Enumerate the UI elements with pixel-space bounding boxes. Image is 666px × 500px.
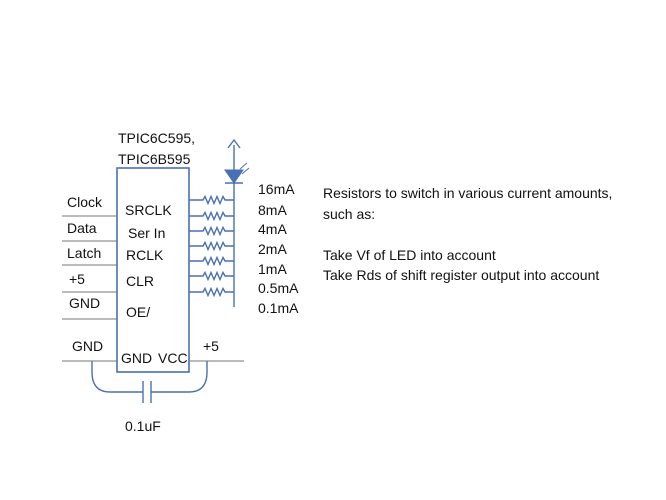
signal-plus5-bottom: +5 xyxy=(203,338,219,354)
vcc-rail-wire xyxy=(151,361,208,393)
led-emission-1 xyxy=(239,162,248,170)
current-label: 16mA xyxy=(258,181,295,197)
note-line-2: such as: xyxy=(323,206,375,222)
ic-body xyxy=(116,167,190,373)
pin-srclk: SRCLK xyxy=(125,202,172,218)
input-lines xyxy=(62,215,244,362)
current-label: 0.5mA xyxy=(258,280,299,296)
signal-clock: Clock xyxy=(67,194,103,210)
resistor-icon xyxy=(189,210,234,222)
led-emission-2 xyxy=(241,167,250,175)
pin-oe: OE/ xyxy=(126,304,150,320)
current-label: 8mA xyxy=(258,202,287,218)
pin-vcc: VCC xyxy=(158,350,188,366)
pin-clr: CLR xyxy=(126,273,154,289)
resistor-icon xyxy=(189,194,234,206)
signal-latch: Latch xyxy=(67,245,101,261)
gnd-rail-wire xyxy=(91,361,143,393)
signal-data: Data xyxy=(67,220,97,236)
part-number-2: TPIC6B595 xyxy=(118,151,191,167)
pin-ser-in: Ser In xyxy=(128,225,165,241)
note-line-3: Take Vf of LED into account xyxy=(323,247,496,263)
signal-plus5: +5 xyxy=(69,271,85,287)
pin-gnd: GND xyxy=(121,350,152,366)
led-icon xyxy=(224,138,250,184)
resistor-icon xyxy=(189,270,234,282)
current-label: 4mA xyxy=(258,221,287,237)
part-number-1: TPIC6C595, xyxy=(118,130,195,146)
resistor-icon xyxy=(189,286,234,298)
note-line-4: Take Rds of shift register output into a… xyxy=(323,267,599,283)
resistor-ladder xyxy=(189,180,235,307)
led-triangle xyxy=(224,169,244,184)
capacitor-value: 0.1uF xyxy=(125,418,161,434)
current-label: 0.1mA xyxy=(258,300,299,316)
current-label: 2mA xyxy=(258,241,287,257)
resistor-icon xyxy=(189,225,234,237)
resistor-icon xyxy=(189,255,234,267)
signal-gnd-bottom: GND xyxy=(72,338,103,354)
signal-gnd: GND xyxy=(69,295,100,311)
note-line-1: Resistors to switch in various current a… xyxy=(323,185,612,201)
decoupling-capacitor xyxy=(91,361,208,403)
led-supply-arrow xyxy=(227,138,241,149)
pin-rclk: RCLK xyxy=(126,247,164,263)
resistor-icon xyxy=(189,240,234,252)
current-label: 1mA xyxy=(258,261,287,277)
